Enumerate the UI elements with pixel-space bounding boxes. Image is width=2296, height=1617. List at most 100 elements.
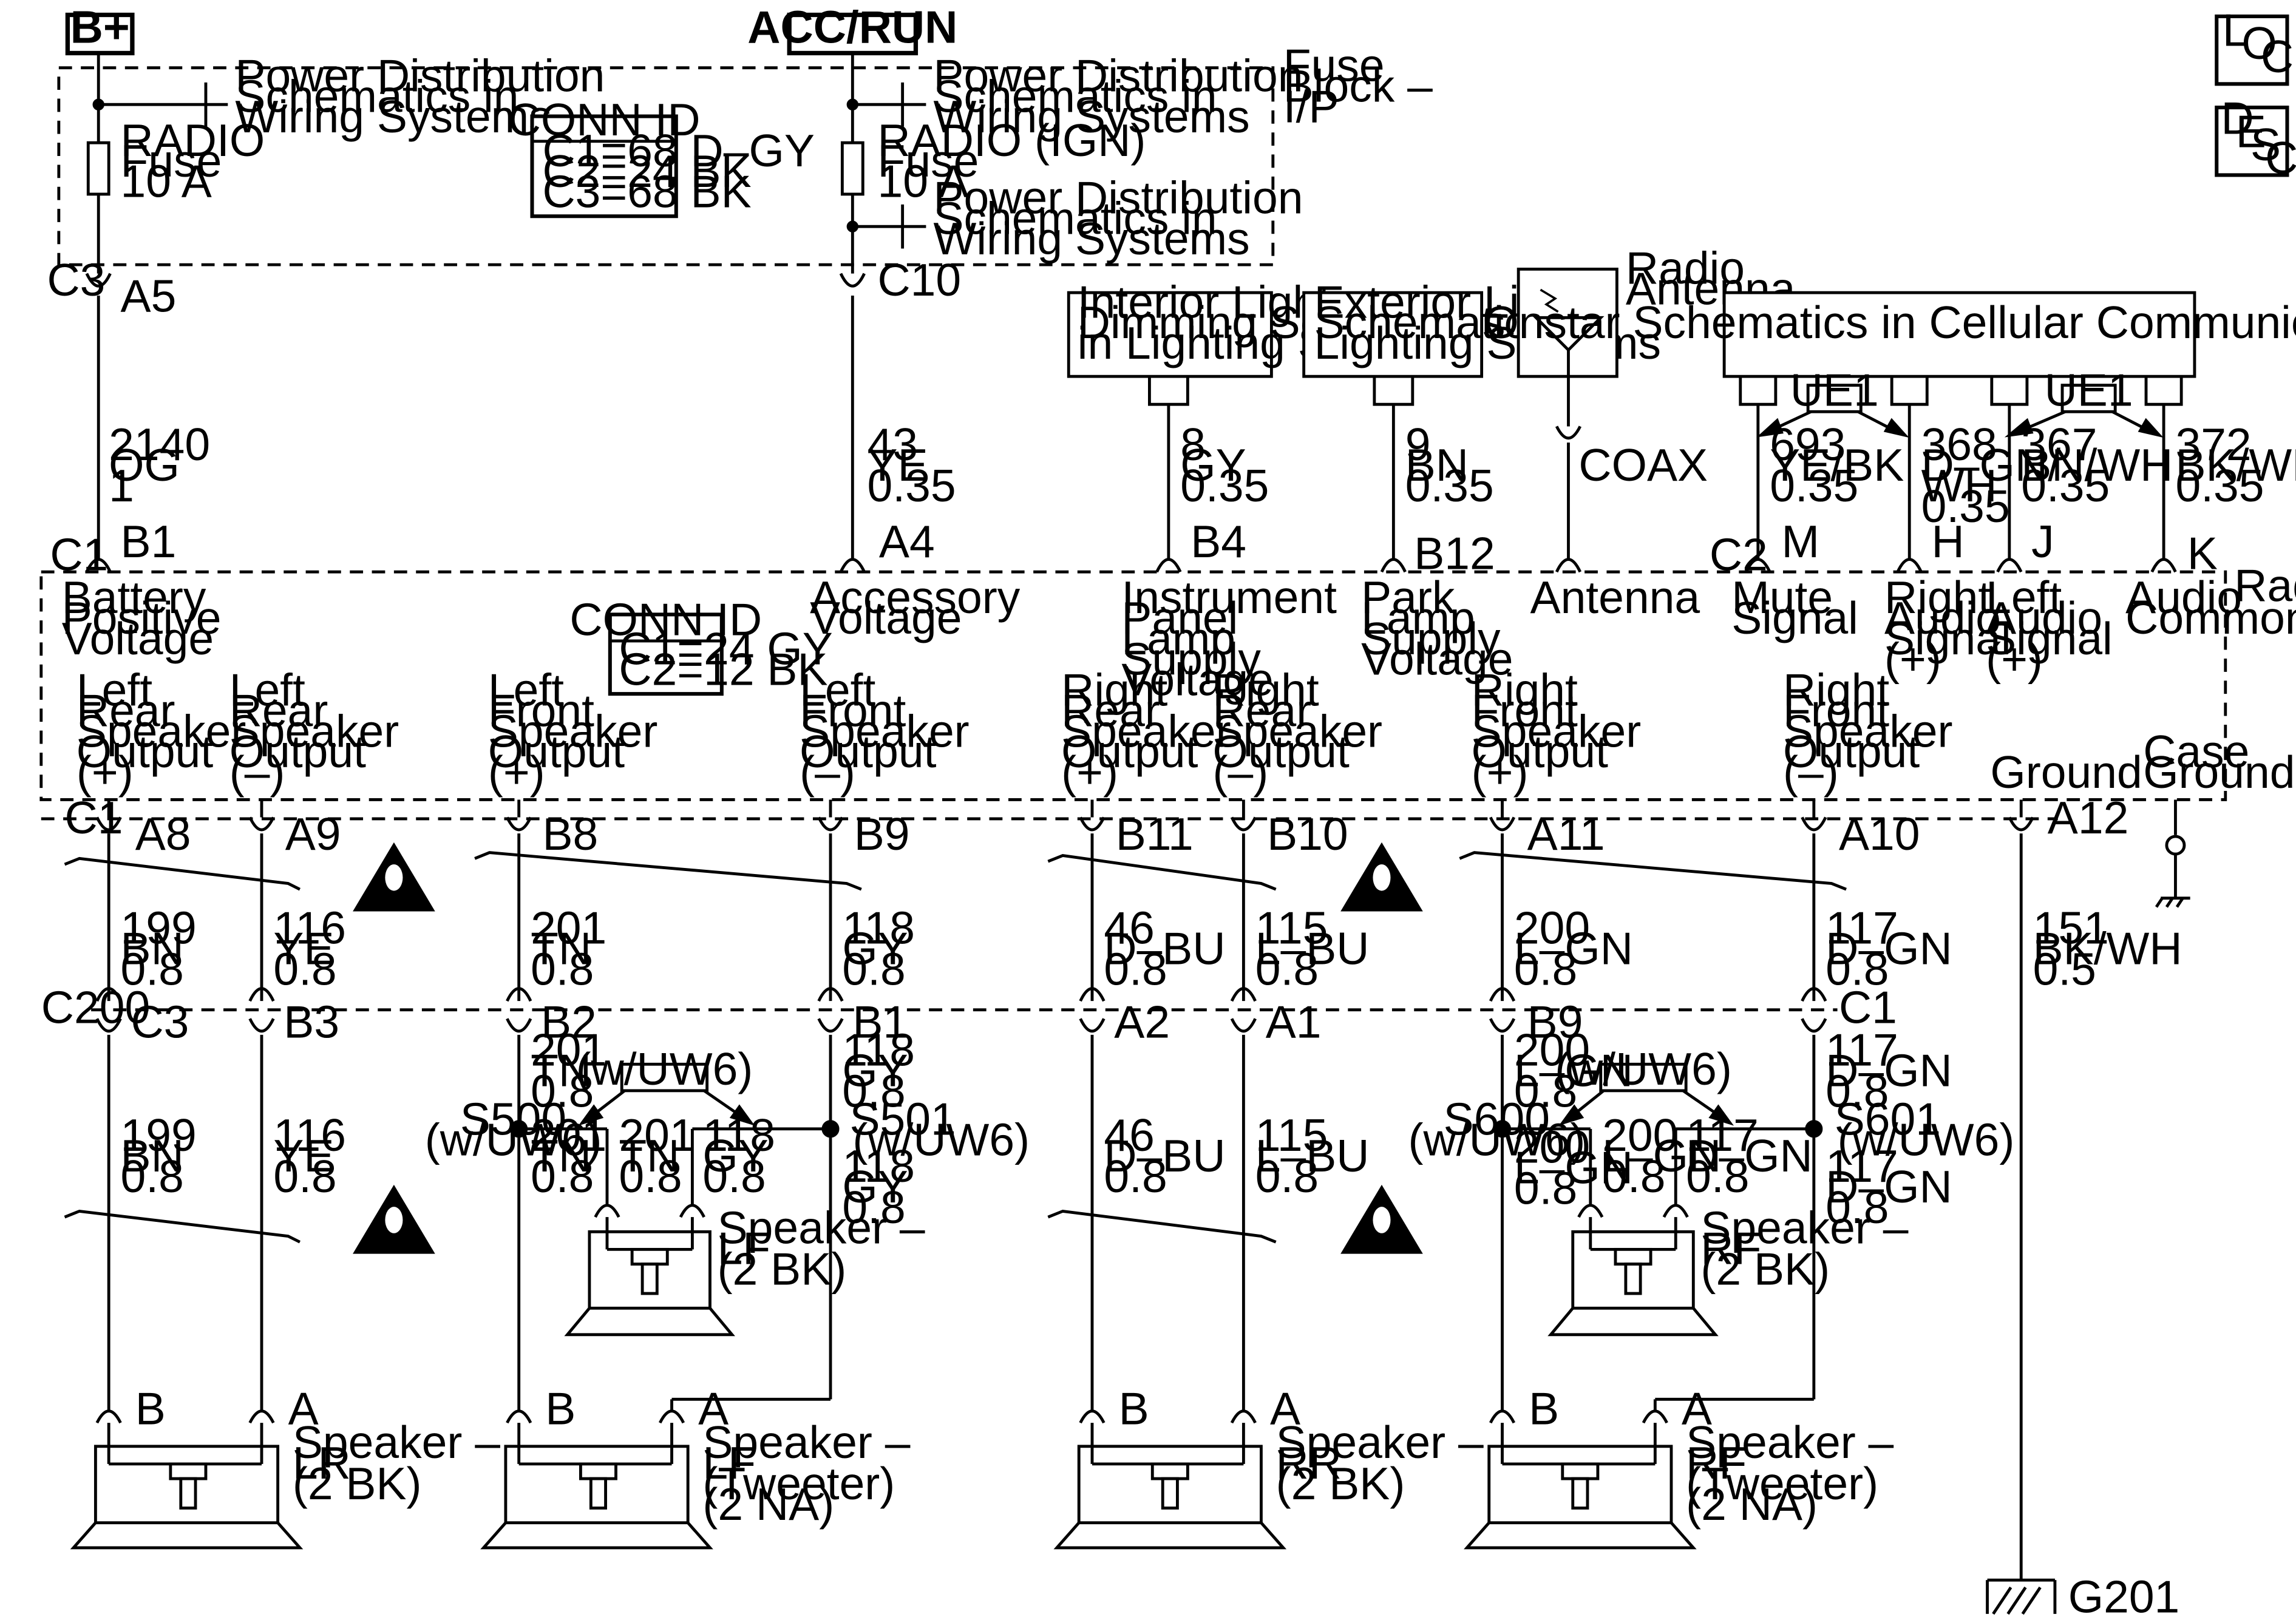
wire-116-label-lower: 116 YE 0.8 xyxy=(273,1110,346,1202)
svg-text:YE: YE xyxy=(273,923,334,974)
wire-368-label: 368 D–GN/ WH 0.35 xyxy=(1921,419,2061,532)
svg-text:YE: YE xyxy=(868,439,928,490)
conn-c3: C3 xyxy=(47,254,105,305)
conn-b11: B11 xyxy=(1116,808,1194,859)
speaker-rr xyxy=(1053,1409,1287,1550)
svg-text:Fuse: Fuse xyxy=(121,135,222,186)
svg-text:Schematics in: Schematics in xyxy=(235,70,518,121)
svg-text:200: 200 xyxy=(1514,903,1590,954)
svg-text:Output: Output xyxy=(229,726,366,777)
desc-button[interactable]: D E S C xyxy=(2215,93,2296,183)
svg-text:Mute: Mute xyxy=(1731,572,1833,623)
conn-k: K xyxy=(2187,527,2218,578)
input-antenna: Antenna xyxy=(1530,572,1700,623)
wire-9-label: 9 BN 0.35 xyxy=(1405,419,1494,511)
conn-c1-c200: C1 xyxy=(1839,982,1897,1033)
svg-text:Common: Common xyxy=(2125,592,2296,643)
svg-text:Park: Park xyxy=(1361,572,1455,623)
wire-118-label-c200: 118 GY 0.8 xyxy=(842,1025,915,1117)
svg-text:L–GN: L–GN xyxy=(1514,1142,1633,1193)
svg-text:1: 1 xyxy=(109,460,134,511)
svg-text:Output: Output xyxy=(76,726,213,777)
svg-text:200: 200 xyxy=(1514,1025,1590,1076)
wire-200-label-c200: 200 L–GN 0.8 xyxy=(1514,1025,1633,1117)
svg-text:Front: Front xyxy=(800,685,906,736)
svg-text:D–GN: D–GN xyxy=(1826,1045,1952,1096)
speaker-rr-label: Speaker – RR (2 BK) xyxy=(1276,1417,1484,1509)
splice-lf xyxy=(510,1062,840,1205)
ue1-label-right: UE1 xyxy=(2045,365,2133,416)
svg-text:BN/WH: BN/WH xyxy=(2021,439,2173,490)
radio-bottom-connectors xyxy=(41,799,2058,832)
svg-text:ACC/RUN: ACC/RUN xyxy=(747,2,957,53)
svg-text:Schematics in: Schematics in xyxy=(933,192,1217,243)
svg-text:S600: S600 xyxy=(1444,1094,1550,1145)
speaker-rf xyxy=(1547,1204,1719,1337)
svg-text:CONN ID: CONN ID xyxy=(569,594,762,645)
pin-a-rr: A xyxy=(1270,1383,1300,1434)
pin-b-lr: B xyxy=(135,1383,166,1434)
svg-text:(2 BK): (2 BK) xyxy=(1276,1458,1405,1509)
svg-text:199: 199 xyxy=(121,903,197,954)
input-panel-lamp: Instrument Panel Lamp Supply Voltage xyxy=(1121,572,1337,705)
svg-text:2140: 2140 xyxy=(109,419,210,470)
svg-text:Audio: Audio xyxy=(2125,572,2242,623)
option-uw6-left: (w/UW6) xyxy=(576,1043,753,1094)
conn-a11: A11 xyxy=(1527,808,1605,859)
svg-text:L–BU: L–BU xyxy=(1255,1130,1370,1181)
svg-text:117: 117 xyxy=(1826,903,1898,954)
wire-693-label: 693 YE/BK 0.35 xyxy=(1770,419,1904,511)
svg-text:Voltage: Voltage xyxy=(1361,634,1513,685)
svg-text:46: 46 xyxy=(1104,903,1154,954)
svg-text:BK/WH: BK/WH xyxy=(2175,439,2296,490)
svg-text:0.8: 0.8 xyxy=(121,1151,184,1202)
svg-text:TN: TN xyxy=(531,1130,591,1181)
svg-text:Speaker –: Speaker – xyxy=(1686,1417,1894,1468)
svg-text:0.8: 0.8 xyxy=(1514,1162,1577,1213)
radio-top-connectors xyxy=(85,558,2177,573)
svg-text:(w/UW6): (w/UW6) xyxy=(1408,1114,1586,1165)
svg-text:0.8: 0.8 xyxy=(842,1066,905,1117)
conn-c10: C10 xyxy=(877,254,961,305)
conn-b9: B9 xyxy=(854,808,910,859)
ue1-label-left: UE1 xyxy=(1790,365,1879,416)
svg-text:Ground: Ground xyxy=(2143,747,2295,798)
pin-b-rf: B xyxy=(1529,1383,1559,1434)
svg-text:(–): (–) xyxy=(800,747,855,798)
svg-text:0.8: 0.8 xyxy=(1686,1151,1749,1202)
conn-b3: B3 xyxy=(284,997,339,1048)
svg-text:Wiring Systems: Wiring Systems xyxy=(933,91,1249,142)
svg-text:O: O xyxy=(2241,18,2277,69)
conn-b4: B4 xyxy=(1190,516,1246,567)
svg-text:Speaker: Speaker xyxy=(488,705,658,756)
svg-text:0.5: 0.5 xyxy=(2033,944,2096,995)
conn-c3-c200: C3 xyxy=(131,997,189,1048)
svg-text:0.8: 0.8 xyxy=(531,944,594,995)
conn-a8: A8 xyxy=(135,808,191,859)
svg-text:(w/UW6): (w/UW6) xyxy=(852,1114,1030,1165)
upper-wires xyxy=(97,295,2165,560)
svg-text:LF: LF xyxy=(702,1437,756,1488)
svg-text:C3=68 BK: C3=68 BK xyxy=(542,166,751,217)
svg-text:Audio: Audio xyxy=(1986,592,2102,643)
svg-text:0.8: 0.8 xyxy=(702,1151,766,1202)
svg-text:Output: Output xyxy=(1472,726,1608,777)
c200-connector xyxy=(91,987,1838,1032)
svg-text:Output: Output xyxy=(1783,726,1920,777)
svg-text:Left: Left xyxy=(229,665,305,716)
svg-text:Supply: Supply xyxy=(1361,613,1501,664)
conn-c2: C2 xyxy=(1710,529,1768,580)
svg-text:Positive: Positive xyxy=(62,592,222,643)
loc-button[interactable]: L O C xyxy=(2215,4,2294,86)
svg-text:L–GN: L–GN xyxy=(1514,923,1633,974)
svg-text:(–): (–) xyxy=(229,747,285,798)
svg-text:Speaker: Speaker xyxy=(1061,705,1231,756)
svg-text:117: 117 xyxy=(1826,1025,1898,1076)
svg-text:115: 115 xyxy=(1255,903,1328,954)
svg-text:D: D xyxy=(2221,93,2254,144)
svg-text:LR: LR xyxy=(293,1437,351,1488)
wire-201-label-tweeter: 201 TN 0.8 xyxy=(531,1110,606,1202)
svg-text:Speaker –: Speaker – xyxy=(702,1417,910,1468)
wire-201-label-upper: 201 TN 0.8 xyxy=(531,903,606,995)
svg-text:(2 NA): (2 NA) xyxy=(1686,1479,1818,1530)
